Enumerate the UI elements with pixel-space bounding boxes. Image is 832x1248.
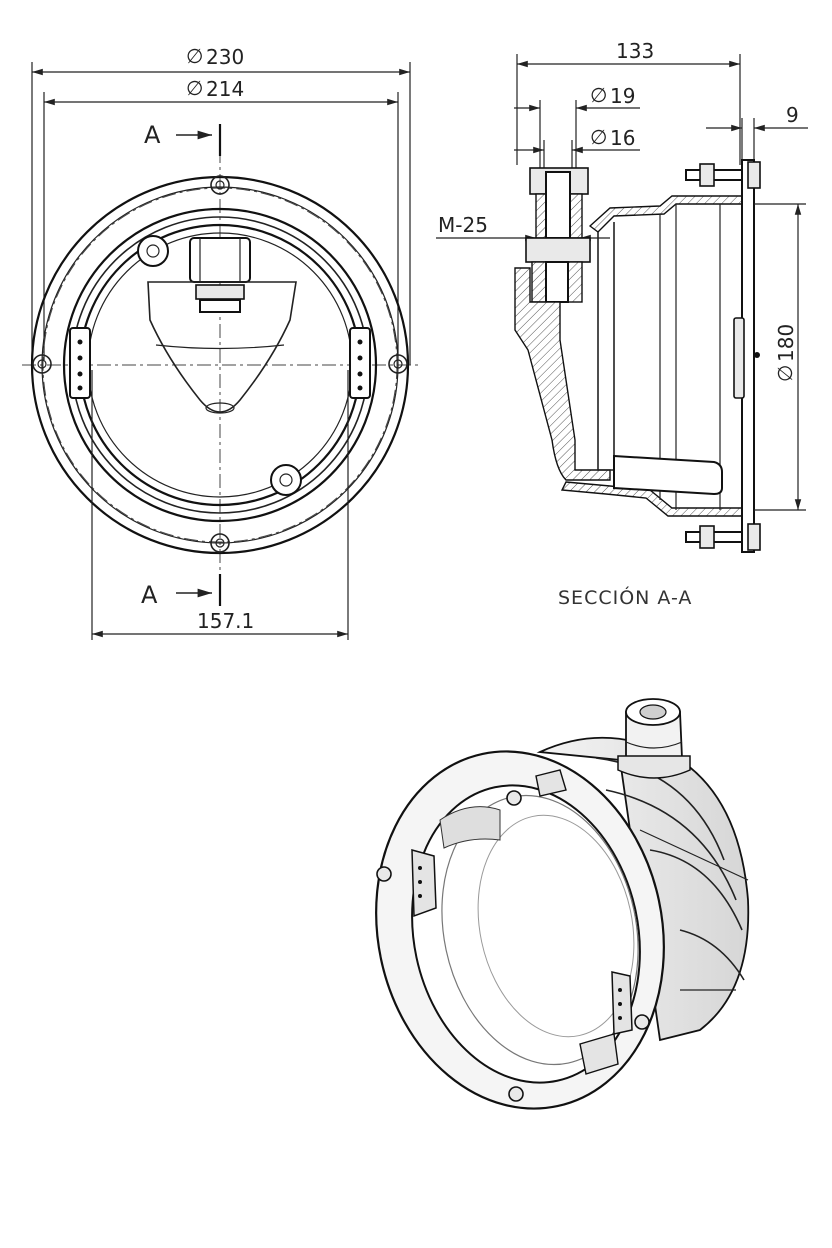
- connector-section: [525, 167, 591, 303]
- iso-clamp-right: [611, 971, 633, 1035]
- housing-wall-left: [514, 267, 611, 481]
- section-view: 133 ∅ 19 ∅ 16 9 M-25: [436, 39, 808, 609]
- screw-top: [210, 175, 230, 195]
- clamp-left: [69, 327, 91, 399]
- diameter-symbol: ∅: [186, 44, 203, 68]
- dimension-outer-diameter: ∅ 230: [31, 44, 411, 365]
- flange-outer-edge: [30, 175, 410, 555]
- section-caption: SECCIÓN A-A: [558, 585, 692, 609]
- isometric-view: [375, 698, 750, 1110]
- flange-inner-edge: [41, 186, 399, 544]
- iso-screw-left: [376, 866, 392, 882]
- svg-text:M-25: M-25: [438, 213, 488, 237]
- svg-text:133: 133: [616, 39, 654, 63]
- iso-lamp-holder: [579, 1033, 619, 1075]
- svg-text:A: A: [141, 581, 158, 609]
- ring-outer-edge: [62, 207, 378, 523]
- screw-right: [388, 354, 408, 374]
- thread-callout: M-25: [436, 213, 610, 242]
- flange-screw-top: [685, 161, 761, 189]
- dimension-inner-diameter: ∅ 214: [43, 76, 399, 360]
- lamp-holder-bottom-right: [270, 464, 302, 496]
- section-marker-top: A: [144, 121, 222, 156]
- svg-text:19: 19: [610, 84, 635, 108]
- svg-text:16: 16: [610, 126, 635, 150]
- iso-inner-reflector: [477, 814, 635, 1038]
- svg-text:∅: ∅: [590, 125, 607, 149]
- diameter-symbol: ∅: [186, 76, 203, 100]
- reflector-band: [155, 344, 285, 350]
- dimension-depth: 133: [516, 39, 741, 165]
- svg-text:∅: ∅: [773, 365, 797, 382]
- iso-cable-gland: [617, 698, 691, 779]
- front-view: ∅ 230 ∅ 214 A A: [22, 44, 420, 640]
- screw-bottom: [210, 533, 230, 553]
- dimension-connector-outer: ∅ 19: [514, 83, 640, 170]
- dimension-body-diameter: ∅ 180: [754, 203, 806, 511]
- side-tab: [613, 454, 723, 496]
- iso-clamp-left: [411, 849, 437, 918]
- inner-diameter-value: 214: [206, 77, 244, 101]
- screw-left: [32, 354, 52, 374]
- housing-wall-top: [588, 195, 743, 233]
- svg-text:157.1: 157.1: [197, 609, 254, 633]
- inner-wall: [597, 222, 615, 471]
- front-clamp: [733, 317, 745, 399]
- outer-diameter-value: 230: [206, 45, 244, 69]
- cable-gland: [189, 237, 251, 313]
- reflector-cone: [147, 281, 297, 413]
- svg-text:A: A: [144, 121, 161, 149]
- lamp-holder-top-left: [137, 235, 169, 267]
- svg-text:∅: ∅: [590, 83, 607, 107]
- dimension-width: 157.1: [91, 370, 349, 640]
- iso-screw-bottom: [508, 1086, 524, 1102]
- iso-screw-top: [506, 790, 522, 806]
- section-marker-bottom: A: [141, 574, 222, 609]
- bolt-circle: [42, 187, 398, 543]
- dimension-connector-inner: ∅ 16: [514, 125, 640, 170]
- clamp-right: [349, 327, 371, 399]
- svg-text:9: 9: [786, 103, 799, 127]
- dimension-flange-thickness: 9: [706, 103, 808, 165]
- svg-text:180: 180: [774, 324, 798, 362]
- iso-screw-right: [634, 1014, 650, 1030]
- reflector-tip: [205, 402, 235, 414]
- flange-screw-bottom: [685, 523, 761, 551]
